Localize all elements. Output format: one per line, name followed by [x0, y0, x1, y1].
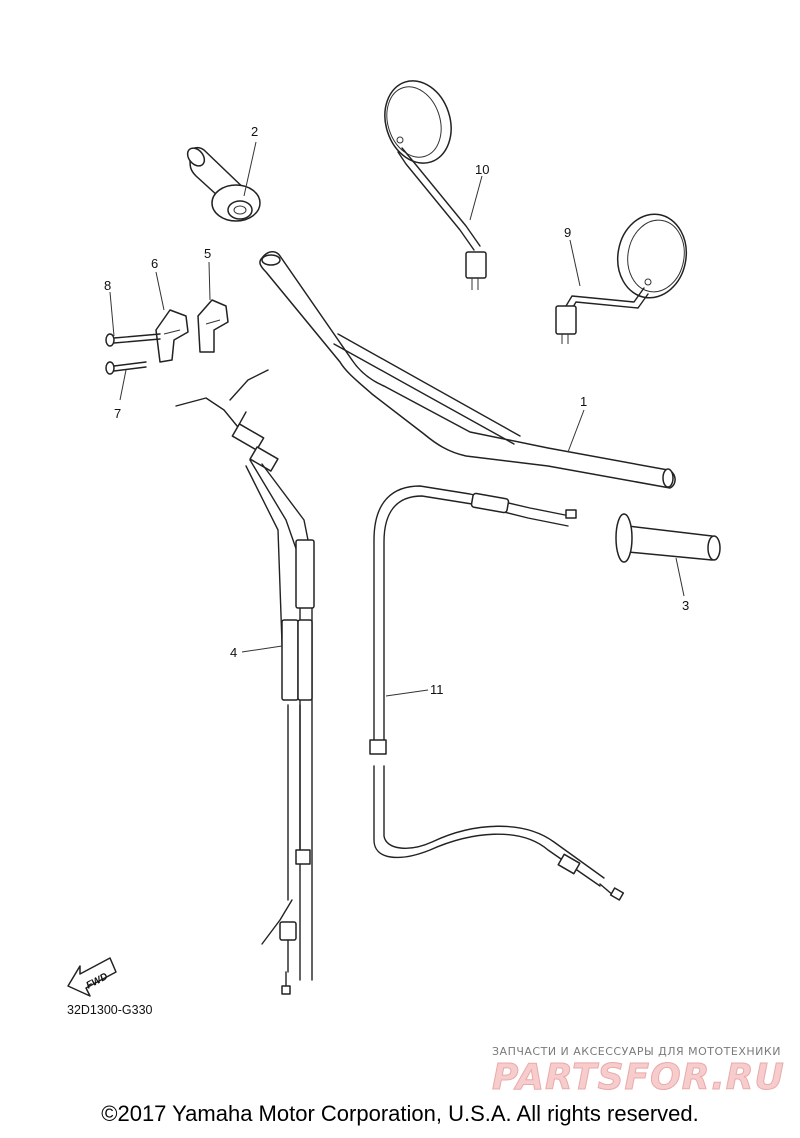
watermark-logo: PARTSFOR.RU	[492, 1057, 785, 1099]
mirror-left	[384, 80, 487, 290]
watermark-tagline: ЗАПЧАСТИ И АКСЕССУАРЫ ДЛЯ МОТОТЕХНИКИ	[492, 1045, 781, 1058]
throttle-cable	[175, 369, 315, 995]
callout-6: 6	[151, 256, 158, 271]
callout-3: 3	[682, 598, 689, 613]
callout-9: 9	[564, 225, 571, 240]
callout-7: 7	[114, 406, 121, 421]
fwd-arrow: FWD	[67, 957, 117, 997]
callout-4: 4	[230, 645, 237, 660]
callout-8: 8	[104, 278, 111, 293]
screw-8	[105, 333, 161, 347]
screw-7	[105, 361, 147, 375]
leader-lines	[109, 141, 685, 697]
drawing-code: 32D1300-G330	[67, 1003, 153, 1017]
throttle-grip	[186, 146, 261, 222]
copyright-notice: ©2017 Yamaha Motor Corporation, U.S.A. A…	[101, 1101, 699, 1126]
throttle-housing-upper	[155, 309, 189, 363]
callout-1: 1	[580, 394, 587, 409]
callout-2: 2	[251, 124, 258, 139]
throttle-housing-lower	[197, 299, 229, 353]
callout-5: 5	[204, 246, 211, 261]
mirror-right	[555, 213, 688, 344]
callout-10: 10	[475, 162, 489, 177]
handlebar	[259, 251, 676, 489]
right-grip	[615, 513, 721, 563]
callout-11: 11	[430, 682, 444, 697]
clutch-cable	[369, 485, 625, 901]
